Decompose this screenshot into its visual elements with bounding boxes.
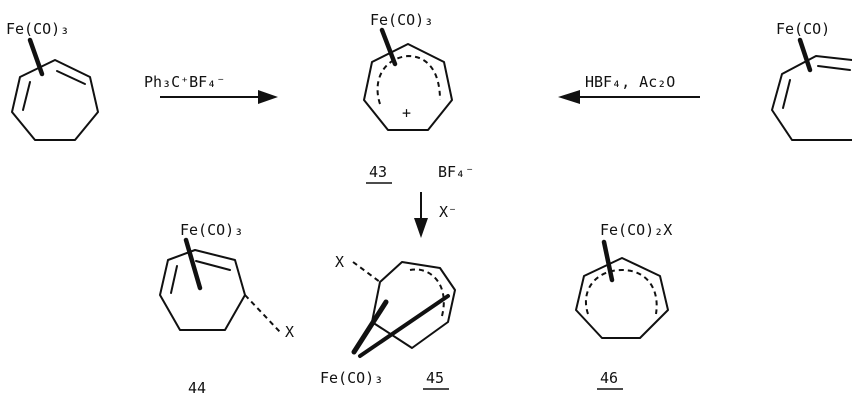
nucleophile-arrow: X⁻: [414, 192, 457, 238]
p44-double-bond-2: [170, 265, 178, 294]
p45-allyl-arc: [409, 268, 445, 317]
forward-reagent-label: Ph₃C⁺BF₄⁻: [144, 73, 225, 91]
p45-fe-bond-2: [358, 294, 450, 358]
cation-counterion: BF₄⁻: [438, 163, 474, 181]
p45-x-dashed-bond: [352, 261, 381, 283]
start-right-double-bond-2: [817, 65, 851, 71]
product-46: Fe(CO)₂X 46: [575, 221, 672, 390]
start-left-ring: [11, 59, 99, 141]
forward-reaction-arrow: Ph₃C⁺BF₄⁻: [144, 73, 278, 104]
cation-number: 43: [369, 163, 387, 181]
cation-delocalization-arc: [376, 54, 441, 105]
p46-ring: [575, 257, 669, 339]
start-left-fe-bond: [27, 37, 45, 77]
p45-ligand-label: Fe(CO)₃: [320, 369, 383, 387]
down-arrow-head: [414, 218, 428, 238]
start-left-complex: Fe(CO)₃: [6, 20, 99, 141]
p45-ring: [371, 261, 456, 349]
p44-fe-bond: [183, 237, 203, 291]
reverse-reagent-label: HBF₄, Ac₂O: [585, 73, 675, 91]
forward-arrow-head: [258, 90, 278, 104]
cation-fe-bond: [379, 27, 398, 67]
start-left-double-bond-2: [22, 81, 31, 111]
p44-ring: [159, 249, 246, 331]
cation-ligand-label: Fe(CO)₃: [370, 11, 433, 29]
start-right-complex: Fe(CO): [771, 20, 852, 141]
p46-fe-bond: [601, 239, 615, 283]
p45-fe-bond-1: [351, 299, 389, 355]
p46-number: 46: [600, 369, 618, 387]
reverse-reaction-arrow: HBF₄, Ac₂O: [558, 73, 700, 104]
product-44: Fe(CO)₃ X 44: [159, 221, 294, 397]
p45-substituent: X: [335, 253, 344, 271]
start-right-ring: [771, 55, 852, 141]
p44-x-dashed-bond: [244, 294, 281, 333]
p44-substituent: X: [285, 323, 294, 341]
cation-ring: [363, 43, 453, 131]
nucleophile-label: X⁻: [439, 203, 457, 221]
start-right-fe-bond: [797, 37, 813, 73]
p45-number: 45: [426, 369, 444, 387]
start-right-ligand-label: Fe(CO): [776, 20, 830, 38]
start-right-double-bond-1: [782, 79, 791, 109]
product-45: X Fe(CO)₃ 45: [320, 253, 456, 390]
reverse-arrow-head: [558, 90, 580, 104]
start-left-double-bond-1: [56, 70, 86, 85]
p46-dienyl-arc: [585, 268, 658, 315]
p44-ligand-label: Fe(CO)₃: [180, 221, 243, 239]
start-left-ligand-label: Fe(CO)₃: [6, 20, 69, 38]
p46-ligand-label: Fe(CO)₂X: [600, 221, 672, 239]
p44-number: 44: [188, 379, 206, 397]
cation-charge: +: [402, 104, 411, 122]
p44-double-bond-1: [195, 260, 231, 271]
cation-43: Fe(CO)₃ + 43 BF₄⁻: [363, 11, 474, 184]
